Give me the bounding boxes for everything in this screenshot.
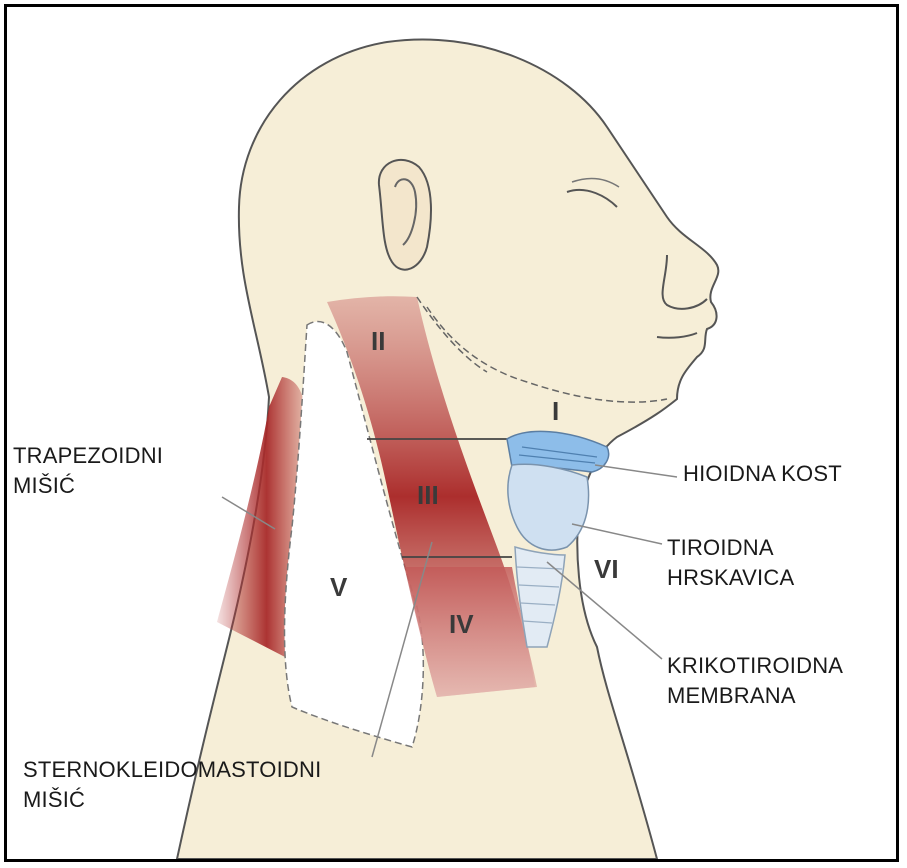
scm-label: STERNOKLEIDOMASTOIDNI MIŠIĆ — [23, 755, 321, 815]
diagram-frame: II I III V VI IV TRAPEZOIDNI MIŠIĆ HIOID… — [4, 4, 899, 862]
level-v: V — [330, 573, 347, 601]
trapezius-label-line1: TRAPEZOIDNI — [13, 441, 163, 471]
hyoid-label: HIOIDNA KOST — [683, 459, 842, 489]
cricothyroid-label-line1: KRIKOTIROIDNA — [667, 651, 843, 681]
hyoid-pointer — [595, 465, 677, 477]
thyroid-label-line2: HRSKAVICA — [667, 563, 794, 593]
neck-illustration — [7, 7, 896, 859]
thyroid-label: TIROIDNA HRSKAVICA — [667, 533, 794, 593]
trapezius-label-line2: MIŠIĆ — [13, 471, 163, 501]
level-iv: IV — [449, 610, 474, 638]
level-i: I — [552, 397, 559, 425]
scm-label-line1: STERNOKLEIDOMASTOIDNI — [23, 755, 321, 785]
trapezius-label: TRAPEZOIDNI MIŠIĆ — [13, 441, 163, 501]
level-iii: III — [417, 481, 439, 509]
level-ii: II — [371, 327, 385, 355]
thyroid-label-line1: TIROIDNA — [667, 533, 794, 563]
cricothyroid-label-line2: MEMBRANA — [667, 681, 843, 711]
level-vi: VI — [594, 555, 619, 583]
cricothyroid-label: KRIKOTIROIDNA MEMBRANA — [667, 651, 843, 711]
thyroid-pointer — [572, 524, 662, 544]
scm-label-line2: MIŠIĆ — [23, 785, 321, 815]
